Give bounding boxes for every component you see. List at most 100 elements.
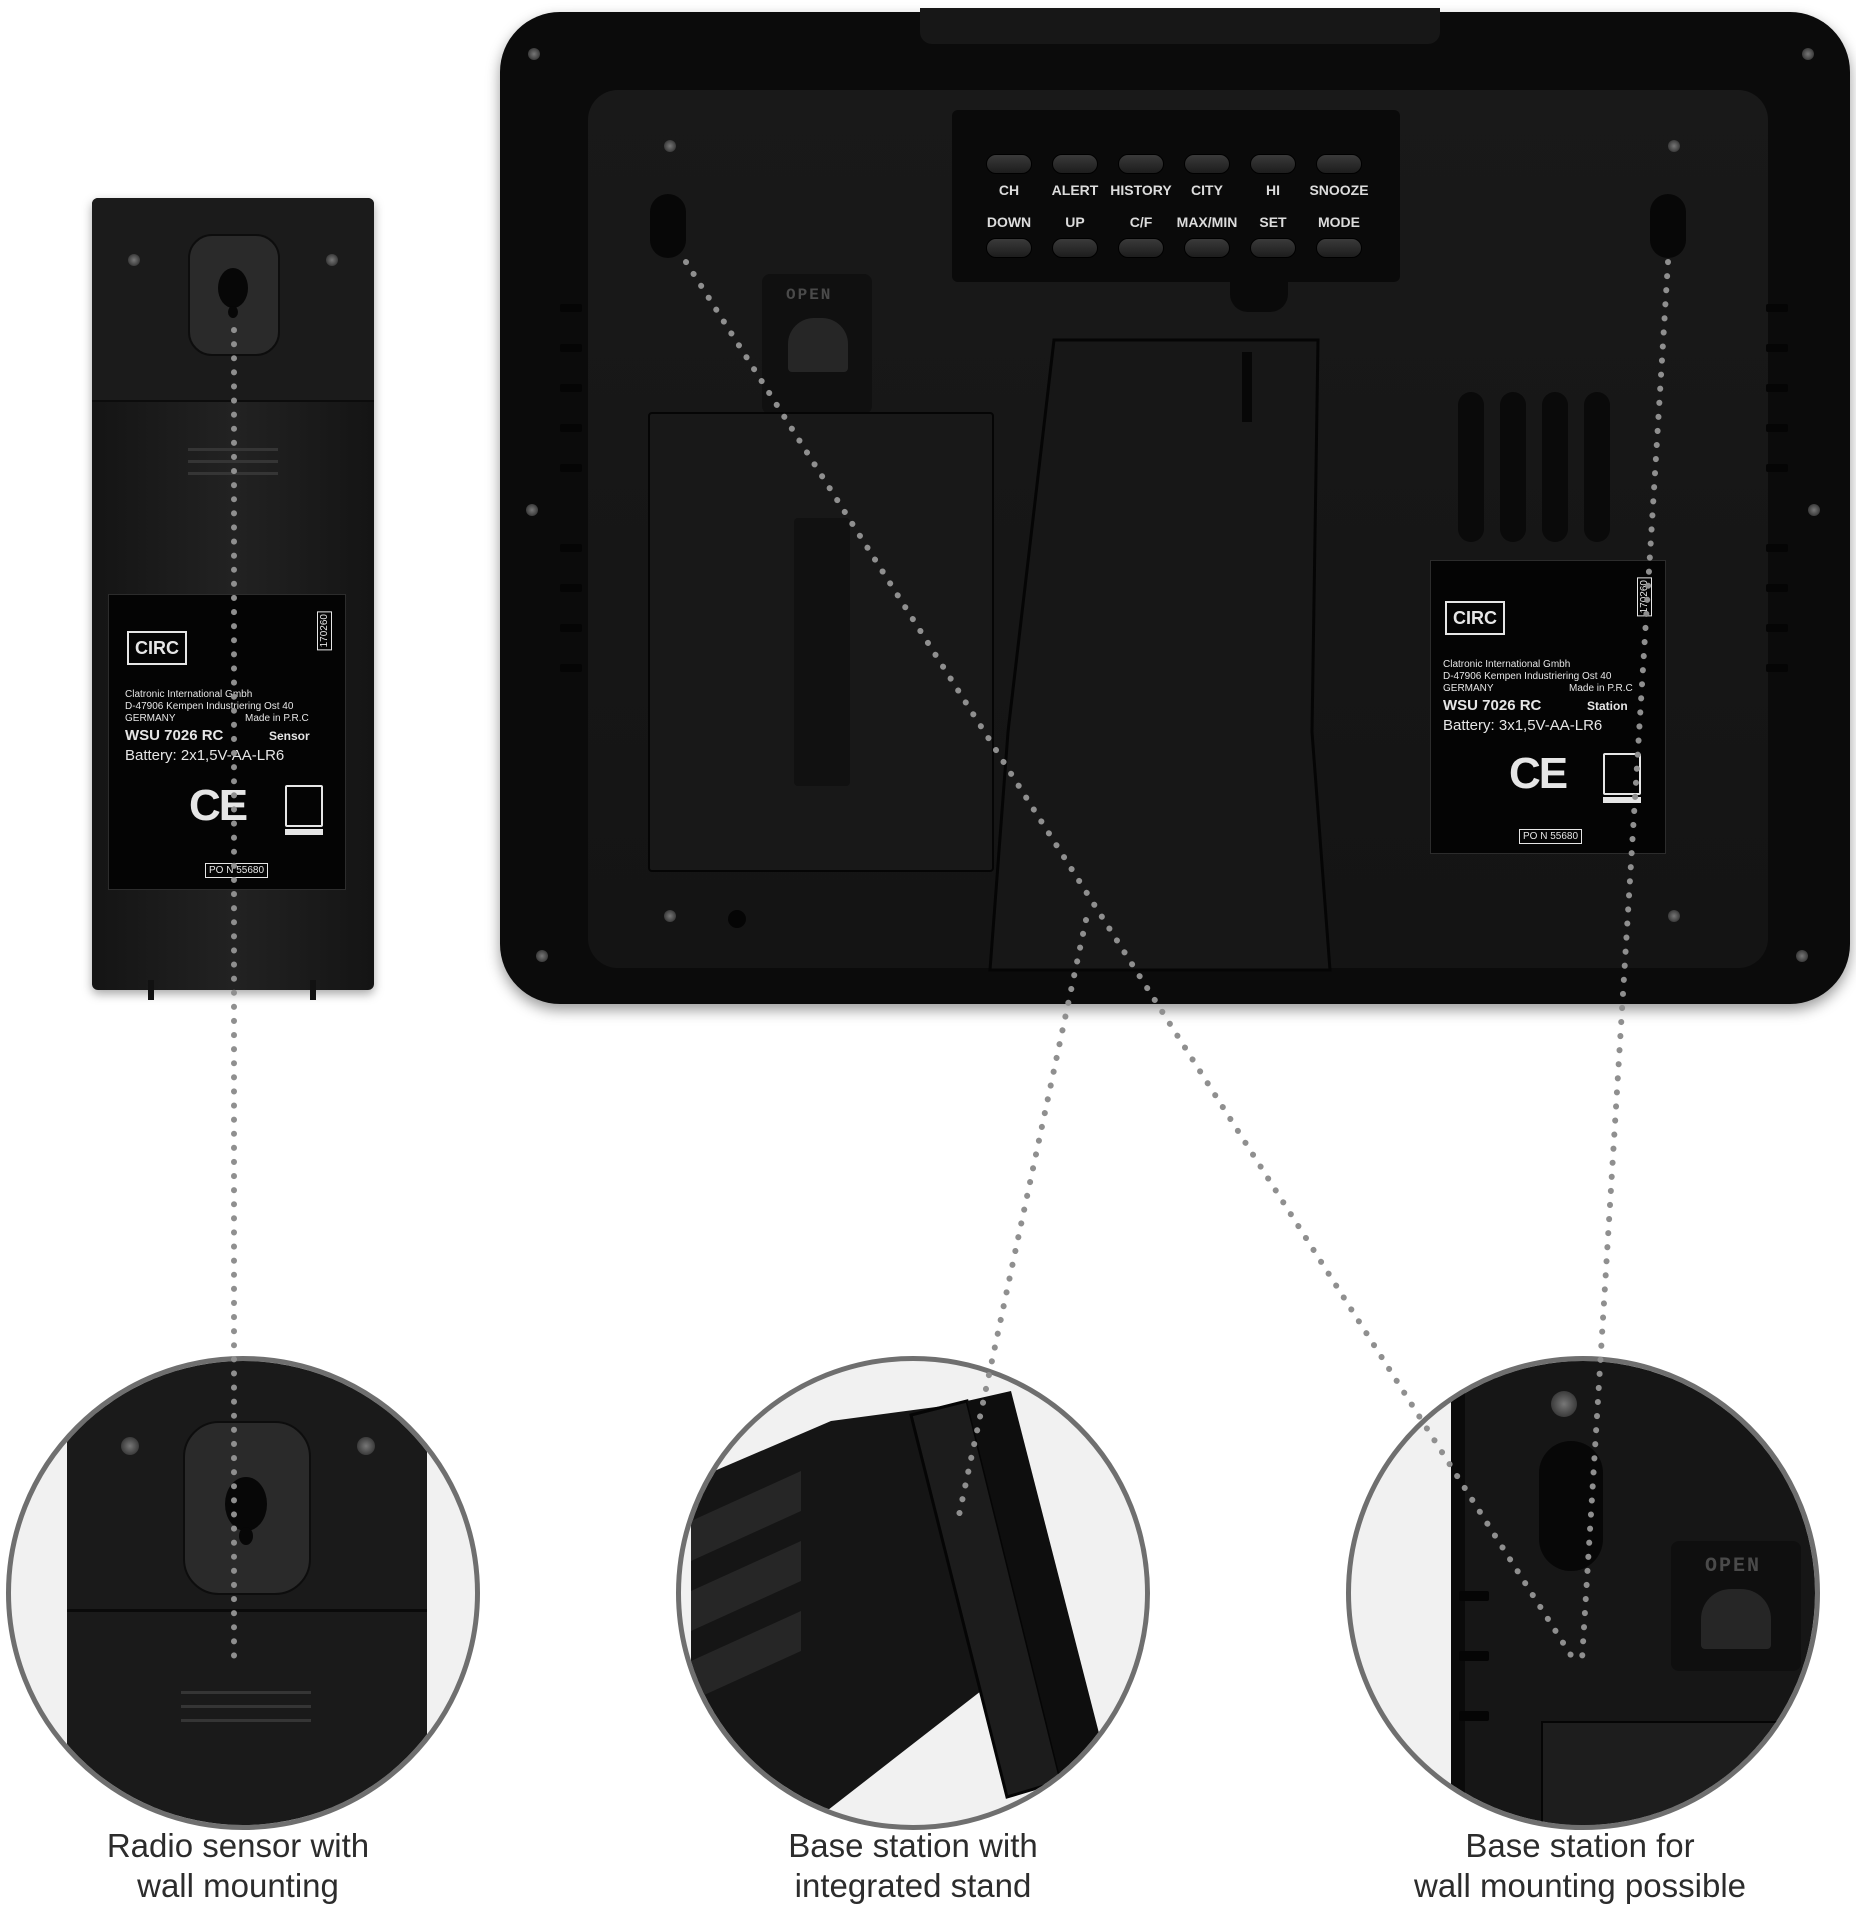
vent-slot — [1459, 1591, 1489, 1601]
alert-label: ALERT — [1051, 182, 1099, 198]
ce-mark-icon: CE — [189, 781, 248, 830]
screw-icon — [536, 950, 548, 962]
keyhole-slot — [239, 1527, 253, 1545]
connector-stand — [955, 917, 1089, 1523]
detail-circle-sensor-mount — [6, 1356, 480, 1830]
vent-slot — [1766, 424, 1788, 432]
battery-text: Battery: 3x1,5V-AA-LR6 — [1443, 717, 1603, 734]
station-top-handle — [920, 8, 1440, 44]
down-button[interactable] — [986, 238, 1032, 258]
brand-logo: CIRC — [127, 631, 187, 665]
address-text: D-47906 Kempen Industriering Ost 40 — [1443, 671, 1612, 682]
vent-slot — [560, 624, 582, 632]
maxmin-button[interactable] — [1184, 238, 1230, 258]
screw-icon — [1796, 950, 1808, 962]
latch-button — [1701, 1589, 1771, 1649]
speaker-grille — [1542, 392, 1568, 542]
slide-mark — [181, 1691, 311, 1694]
sensor-rating-label: CIRC 170260 Clatronic International Gmbh… — [108, 594, 346, 890]
vent-slot — [560, 424, 582, 432]
ch-button[interactable] — [986, 154, 1032, 174]
keyhole-icon — [1539, 1441, 1603, 1571]
slide-mark — [188, 448, 278, 451]
screw-icon — [326, 254, 338, 266]
vent-slot — [1459, 1651, 1489, 1661]
po-number: PO N 55680 — [205, 863, 269, 878]
screw-icon — [664, 140, 676, 152]
screw-icon — [1551, 1391, 1577, 1417]
history-button[interactable] — [1118, 154, 1164, 174]
vent-slot — [1766, 664, 1788, 672]
vent-slot — [1766, 304, 1788, 312]
open-label: OPEN — [1705, 1555, 1762, 1578]
latch-button — [788, 318, 848, 372]
wall-mount-plate — [183, 1421, 311, 1595]
hi-button[interactable] — [1250, 154, 1296, 174]
snooze-button[interactable] — [1316, 154, 1362, 174]
vent-slot — [1766, 344, 1788, 352]
hi-label: HI — [1266, 182, 1280, 198]
sensor-seam — [67, 1609, 427, 1612]
detail-circle-stand — [676, 1356, 1150, 1830]
connector-wall-mount-right — [1579, 259, 1671, 1663]
vent-slot — [1766, 544, 1788, 552]
sensor-foot — [310, 980, 316, 1000]
set-label: SET — [1259, 214, 1287, 230]
up-button[interactable] — [1052, 238, 1098, 258]
device-type-text: Sensor — [269, 729, 310, 743]
caption-sensor-line-2: wall mounting — [137, 1867, 339, 1904]
cf-button[interactable] — [1118, 238, 1164, 258]
caption-wall-line-2: wall mounting possible — [1413, 1867, 1746, 1904]
reset-hole[interactable] — [728, 910, 746, 928]
detail-circle-wall-mount: OPEN — [1346, 1356, 1820, 1830]
battery-text: Battery: 2x1,5V-AA-LR6 — [125, 747, 285, 764]
address-text: D-47906 Kempen Industriering Ost 40 — [125, 701, 294, 712]
ce-mark-icon: CE — [1509, 749, 1568, 798]
button-panel: CH ALERT HISTORY CITY HI SNOOZE DOWN UP … — [952, 110, 1400, 282]
screw-icon — [128, 254, 140, 266]
slide-mark — [181, 1705, 311, 1708]
speaker-grille — [1500, 392, 1526, 542]
screw-icon — [664, 910, 676, 922]
city-button[interactable] — [1184, 154, 1230, 174]
battery-compartment-door — [1541, 1721, 1815, 1825]
vent-slot — [560, 544, 582, 552]
vent-slot — [560, 344, 582, 352]
screw-icon — [1668, 140, 1680, 152]
screw-icon — [357, 1437, 375, 1455]
set-button[interactable] — [1250, 238, 1296, 258]
screw-icon — [1668, 910, 1680, 922]
slide-mark — [181, 1719, 311, 1722]
vent-slot — [1766, 584, 1788, 592]
made-in-text: Made in P.R.C — [245, 713, 309, 724]
city-label: CITY — [1191, 182, 1223, 198]
slide-mark — [188, 460, 278, 463]
weee-bin-icon — [1603, 753, 1641, 795]
country-text: GERMANY — [125, 713, 176, 724]
vent-slot — [560, 464, 582, 472]
weee-bar-icon — [285, 829, 323, 835]
po-number: PO N 55680 — [1519, 829, 1583, 844]
manufacturer-text: Clatronic International Gmbh — [125, 689, 253, 700]
mode-button[interactable] — [1316, 238, 1362, 258]
alert-button[interactable] — [1052, 154, 1098, 174]
screw-icon — [121, 1437, 139, 1455]
base-station: CH ALERT HISTORY CITY HI SNOOZE DOWN UP … — [500, 8, 1850, 1004]
open-label: OPEN — [786, 286, 833, 304]
maxmin-label: MAX/MIN — [1176, 214, 1238, 230]
weee-bin-icon — [285, 785, 323, 827]
battery-latch[interactable]: OPEN — [762, 274, 872, 414]
up-label: UP — [1065, 214, 1085, 230]
integrated-stand[interactable] — [800, 312, 1420, 972]
vent-slot — [560, 384, 582, 392]
sensor-foot — [148, 980, 154, 1000]
device-type-text: Station — [1587, 699, 1628, 713]
ch-label: CH — [998, 182, 1020, 198]
cf-label: C/F — [1129, 214, 1153, 230]
vent-slot — [1766, 464, 1788, 472]
vent-slot — [1766, 624, 1788, 632]
screw-icon — [1802, 48, 1814, 60]
caption-sensor-line-1: Radio sensor with — [106, 1827, 370, 1864]
speaker-grille — [1584, 392, 1610, 542]
